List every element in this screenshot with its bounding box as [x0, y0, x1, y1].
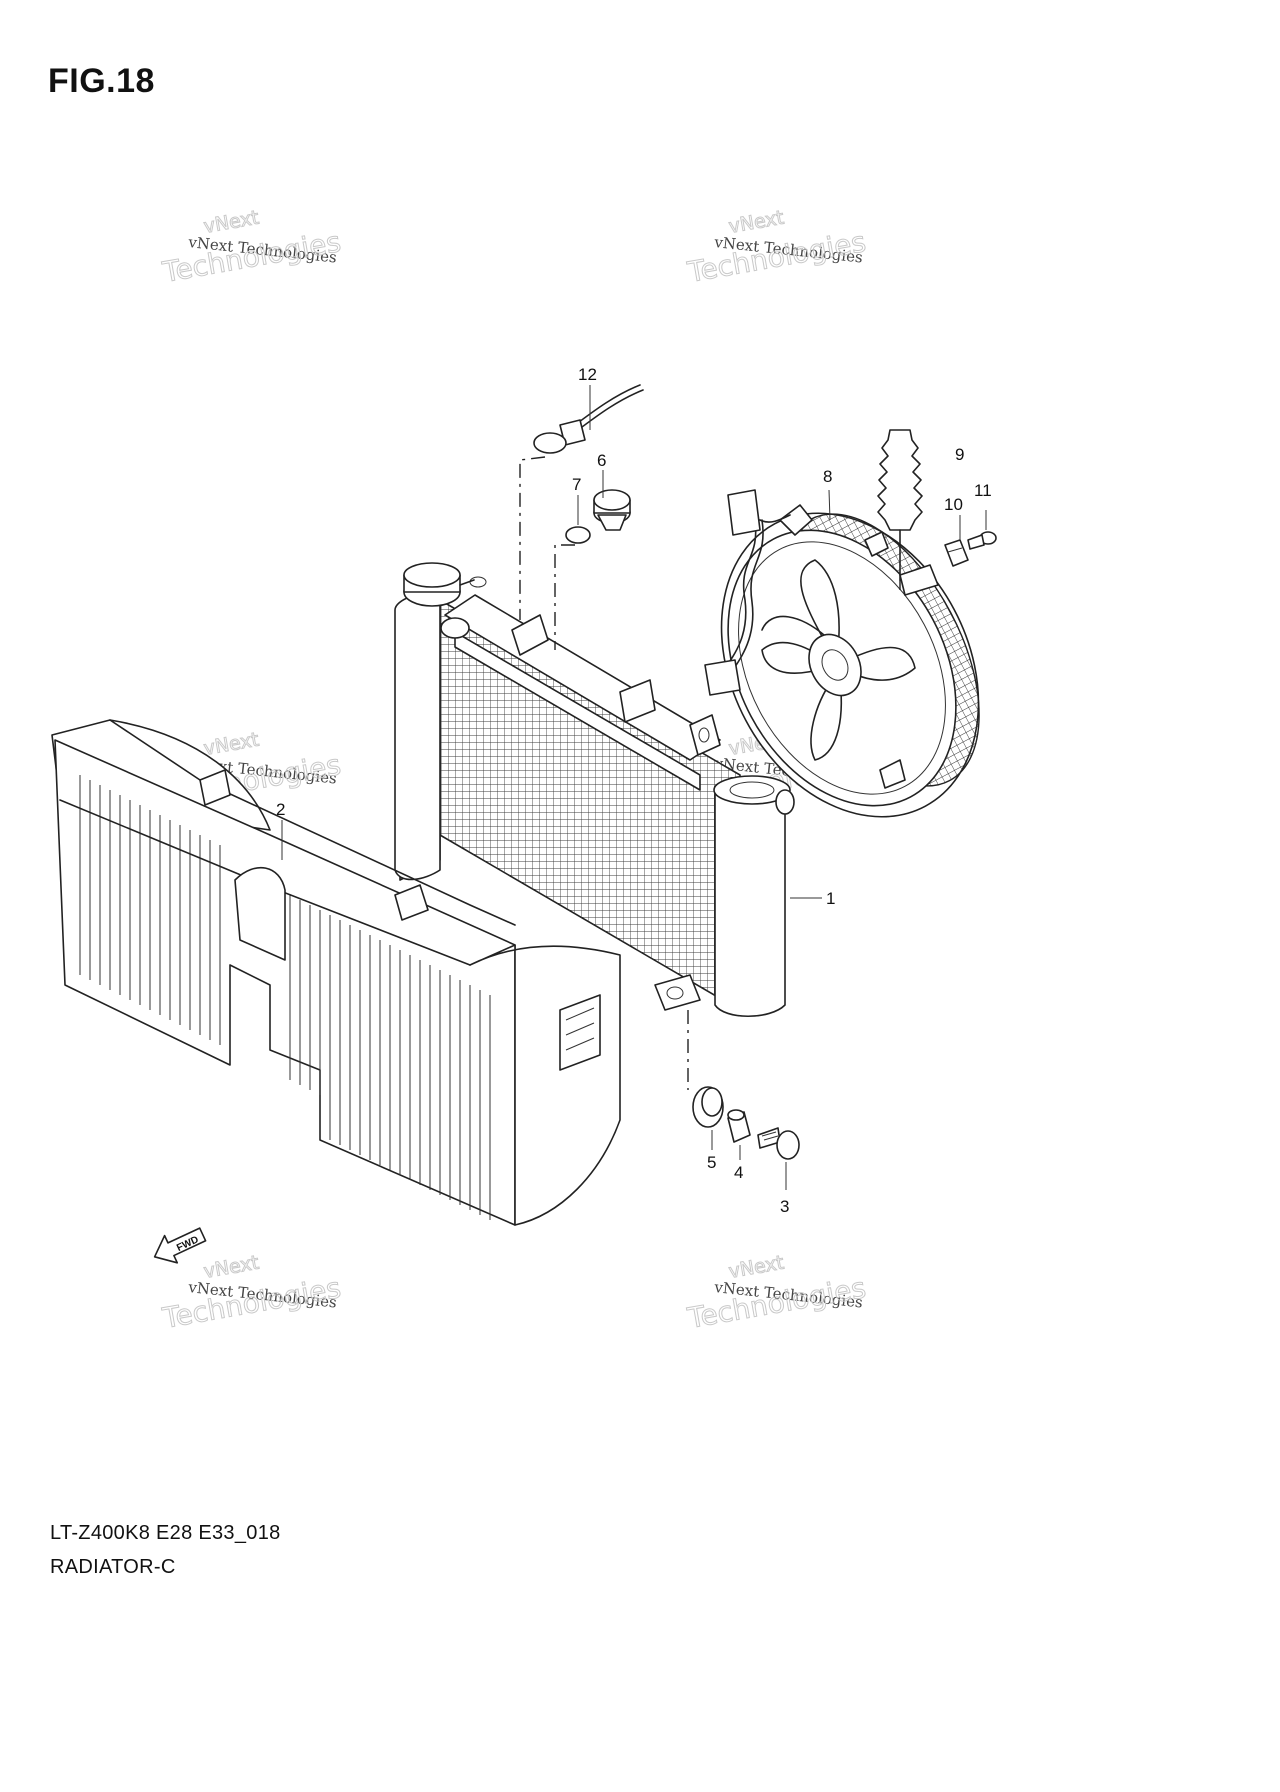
part-11-screw — [967, 531, 997, 550]
svg-text:Technologies: Technologies — [160, 1271, 344, 1335]
part-5-grommet — [692, 1086, 724, 1128]
callout-8: 8 — [823, 467, 832, 486]
part-4-collar — [727, 1109, 751, 1143]
callout-6: 6 — [597, 451, 606, 470]
leader-lines — [281, 385, 987, 1190]
svg-text:vNext: vNext — [727, 207, 785, 238]
callout-numbers: 1 2 3 4 5 6 7 8 9 10 11 12 — [276, 365, 992, 1216]
svg-text:Technologies: Technologies — [685, 1271, 869, 1335]
model-code: LT-Z400K8 E28 E33_018 — [50, 1522, 281, 1544]
fwd-arrow-icon: FWD — [153, 1227, 207, 1264]
part-7-o-ring — [565, 526, 591, 544]
callout-10: 10 — [944, 495, 963, 514]
svg-text:vNext: vNext — [202, 207, 260, 238]
svg-text:Technologies: Technologies — [160, 225, 344, 289]
watermark-top-right: vNext vNext Technologies Technologies — [684, 206, 869, 289]
callout-9: 9 — [955, 445, 964, 464]
callout-3: 3 — [780, 1197, 789, 1216]
callout-4: 4 — [734, 1163, 743, 1182]
model-name: RADIATOR-C — [50, 1556, 176, 1578]
callout-2: 2 — [276, 800, 285, 819]
part-6-thermo-switch — [593, 489, 631, 531]
callout-7: 7 — [572, 475, 581, 494]
callout-1: 1 — [826, 889, 835, 908]
part-9-rubber-boot — [877, 429, 923, 581]
callout-11: 11 — [974, 481, 992, 500]
watermark-bottom-left: vNext vNext Technologies Technologies — [159, 1251, 344, 1335]
watermark-bottom-right: vNext vNext Technologies Technologies — [684, 1251, 869, 1335]
svg-text:vNext: vNext — [202, 1252, 260, 1283]
watermark-top-left: vNext vNext Technologies Technologies — [159, 206, 344, 289]
svg-text:vNext: vNext — [202, 729, 260, 760]
part-3-bolt — [757, 1127, 800, 1160]
callout-5: 5 — [707, 1153, 716, 1172]
svg-text:vNext: vNext — [727, 1252, 785, 1283]
part-10-clip-nut — [944, 539, 969, 567]
callout-12: 12 — [578, 365, 597, 384]
part-8-cooling-fan — [704, 489, 980, 818]
assembly-lines — [519, 456, 901, 1090]
part-12-fan-switch — [533, 384, 644, 454]
figure-title: FIG.18 — [48, 62, 155, 100]
part-2-radiator-cover — [51, 719, 621, 1226]
svg-text:Technologies: Technologies — [685, 225, 869, 289]
part-1-radiator — [394, 562, 795, 1018]
